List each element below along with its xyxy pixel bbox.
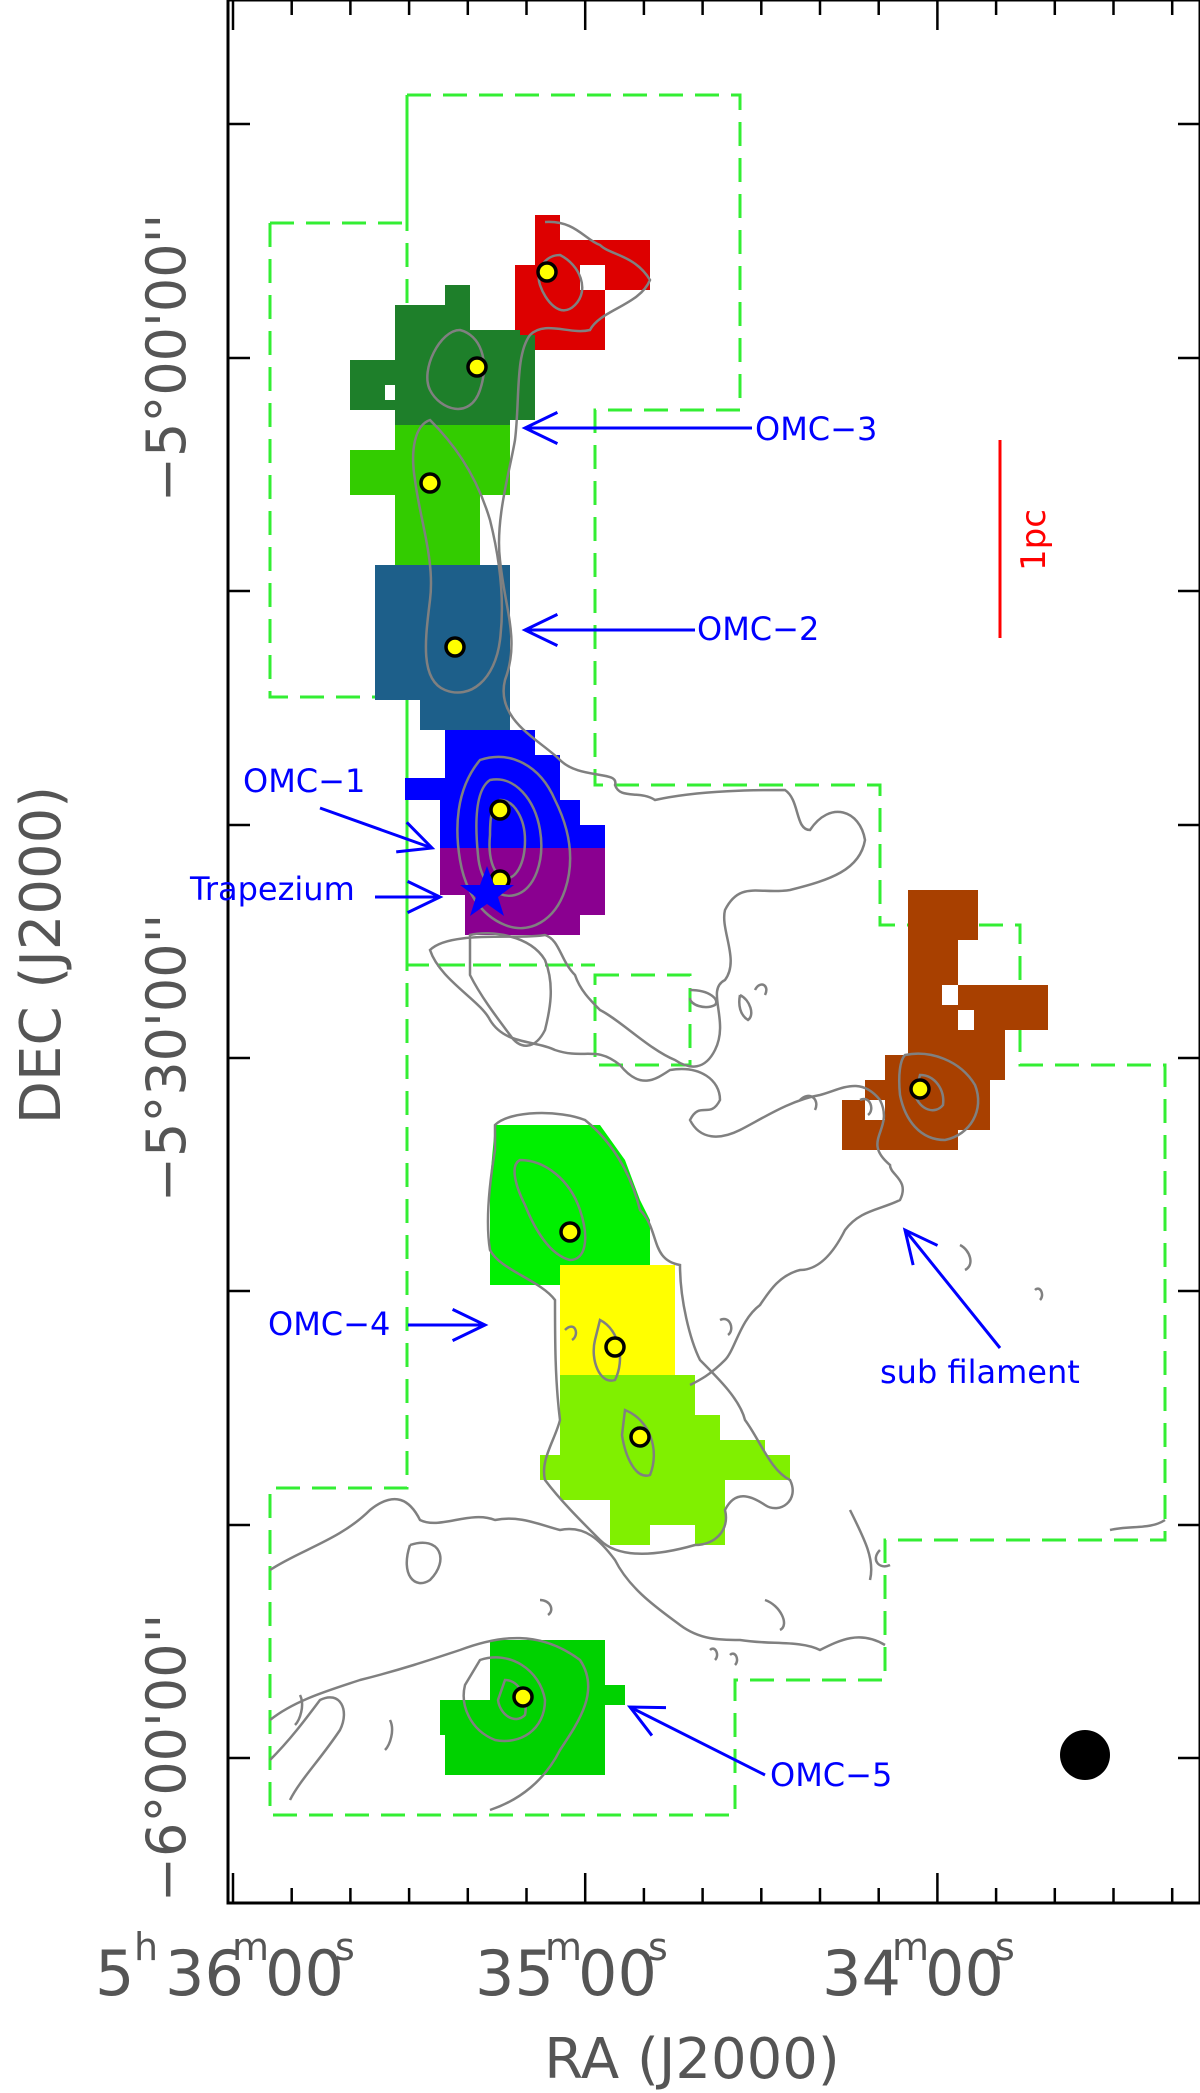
ticks — [228, 0, 1200, 1903]
y-tick-label-0: −5°00'00'' — [135, 214, 198, 503]
clump-marker — [604, 1336, 626, 1358]
svg-text:5: 5 — [95, 1937, 134, 2010]
label-omc-3: OMC−3 — [755, 410, 877, 448]
x-axis-title: RA (J2000) — [544, 2027, 839, 2092]
region-brown — [842, 890, 1048, 1150]
survey-footprint-north — [268, 95, 409, 965]
trapezium-star-icon — [460, 866, 514, 916]
annotation-arrows — [319, 410, 1002, 1777]
beam-marker — [1060, 1730, 1110, 1780]
region-green — [350, 425, 510, 565]
label-omc-4: OMC−4 — [268, 1305, 390, 1343]
region-yellowgreen — [540, 1375, 790, 1545]
contours — [269, 220, 1166, 1812]
svg-text:34: 34 — [822, 1937, 901, 2010]
x-tick-label-0: 5 h 36 m 00 s — [95, 1925, 355, 2010]
svg-text:00: 00 — [578, 1937, 657, 2010]
svg-text:00: 00 — [925, 1937, 1004, 2010]
region-blue — [405, 730, 605, 848]
scale-bar-label: 1pc — [1014, 509, 1054, 571]
clump-marker — [559, 1221, 581, 1243]
clump-marker — [466, 356, 488, 378]
region-holes — [385, 265, 1006, 1150]
y-tick-label-2: −6°00'00'' — [135, 1614, 198, 1903]
region-lime — [490, 1125, 650, 1285]
svg-text:36: 36 — [165, 1937, 244, 2010]
clump-marker — [536, 261, 558, 283]
plot-frame — [226, 0, 1200, 1905]
clump-marker — [419, 472, 441, 494]
region-green5 — [440, 1640, 625, 1775]
clump-markers — [419, 261, 931, 1708]
svg-text:m: m — [545, 1925, 582, 1969]
survey-footprint-notch — [593, 973, 692, 1067]
x-tick-label-1: 35 m 00 s — [475, 1925, 668, 2010]
svg-text:s: s — [648, 1925, 668, 1969]
label-omc-1: OMC−1 — [243, 762, 365, 800]
label-omc-5: OMC−5 — [770, 1756, 892, 1794]
svg-text:h: h — [134, 1925, 158, 1969]
svg-text:00: 00 — [265, 1937, 344, 2010]
label-sub-filament: sub filament — [880, 1353, 1080, 1391]
clump-marker — [909, 1078, 931, 1100]
svg-text:s: s — [995, 1925, 1015, 1969]
y-axis-title: DEC (J2000) — [9, 786, 74, 1124]
svg-text:m: m — [232, 1925, 269, 1969]
survey-footprint — [268, 93, 1167, 1817]
y-tick-label-1: −5°30'00'' — [135, 914, 198, 1203]
clump-marker — [489, 799, 511, 821]
svg-text:s: s — [335, 1925, 355, 1969]
svg-text:35: 35 — [475, 1937, 554, 2010]
label-omc-2: OMC−2 — [697, 610, 819, 648]
x-tick-label-2: 34 m 00 s — [822, 1925, 1015, 2010]
clump-marker — [629, 1426, 651, 1448]
label-trapezium: Trapezium — [189, 870, 355, 908]
svg-text:m: m — [892, 1925, 929, 1969]
region-darkgreen — [350, 285, 535, 425]
clump-marker — [444, 636, 466, 658]
clump-marker — [512, 1686, 534, 1708]
region-steel — [375, 565, 510, 730]
